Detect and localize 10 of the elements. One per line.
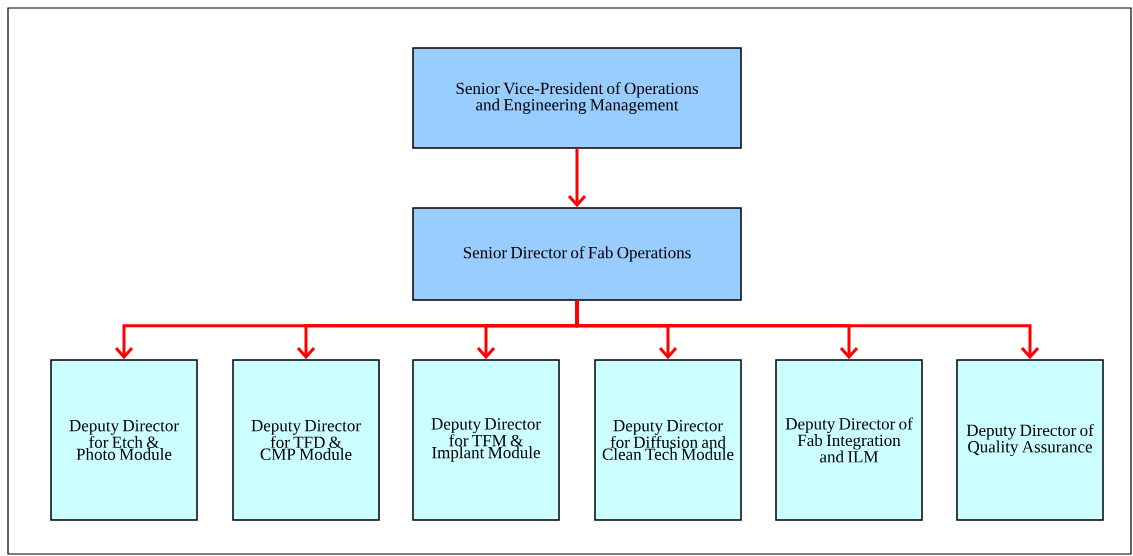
deputy-box: Deputy Director for TFD & CMP Module [232,359,380,521]
deputy-box: Deputy Director for Diffusion and Clean Tech Module [594,359,742,521]
deputy-box: Deputy Director of Fab Integration and ILM [775,359,923,521]
deputy-box: Deputy Director for TFM & Implant Module [412,359,560,521]
arrow [575,300,1040,360]
deputy-box: Deputy Director for Etch & Photo Module [50,359,198,521]
director-box: Senior Director of Fab Operations [412,207,742,301]
deputy-box: Deputy Director of Quality Assurance [956,359,1104,521]
executive-box: Senior Vice-President of Operations and Engineering Management [412,47,742,149]
arrow [567,148,587,208]
